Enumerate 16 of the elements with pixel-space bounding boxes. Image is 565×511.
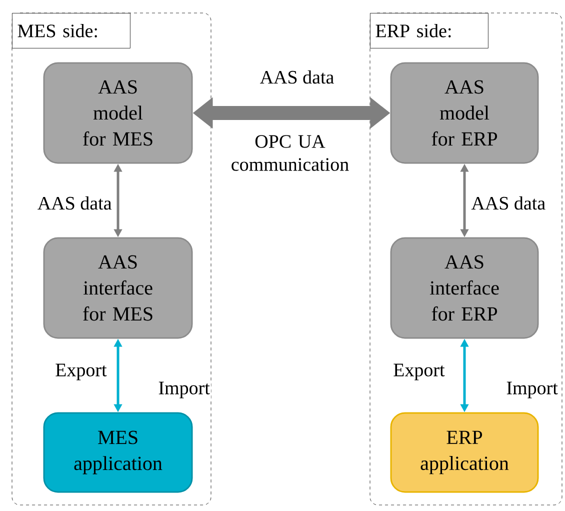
process-box: AAS interface for MES bbox=[43, 237, 193, 339]
edge-label: AAS data bbox=[258, 69, 336, 85]
text-label: OPC UA communication bbox=[224, 134, 356, 172]
process-box: AAS interface for ERP bbox=[390, 237, 539, 339]
region-heading: ERP side: bbox=[370, 13, 488, 48]
process-box: AAS model for MES bbox=[43, 62, 193, 164]
text-label: Import bbox=[157, 380, 211, 400]
process-box: MES application bbox=[43, 412, 193, 493]
process-box: ERP application bbox=[390, 412, 539, 493]
edge-label: AAS data bbox=[470, 195, 547, 211]
text-label: Import bbox=[505, 380, 559, 400]
edge-label: Export bbox=[392, 362, 446, 382]
region-heading: MES side: bbox=[12, 13, 130, 48]
process-box: AAS model for ERP bbox=[390, 62, 539, 164]
edge-label: Export bbox=[54, 362, 108, 382]
edge-label: AAS data bbox=[36, 195, 113, 211]
